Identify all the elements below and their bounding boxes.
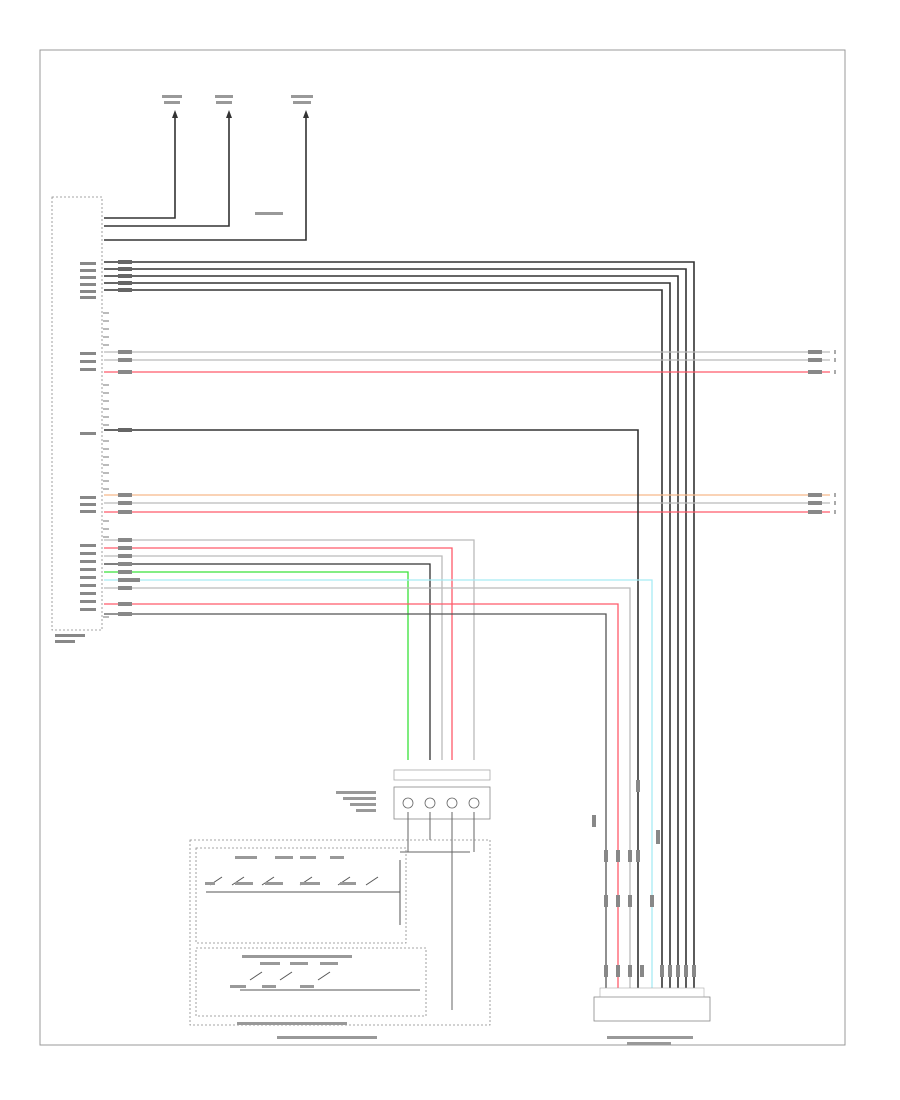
steer-wire-cyan: [104, 579, 653, 988]
steer-wire-black-2: [104, 613, 607, 988]
continuation-arrows: [834, 350, 836, 514]
feed-wire-1: [104, 115, 176, 219]
steering-pad-terminals: [400, 812, 475, 1010]
steering-pad-connector: [393, 769, 491, 820]
page-frame: [39, 49, 846, 1046]
harness-wire-4: [104, 282, 671, 988]
steer-wire-black: [104, 563, 431, 760]
steering-pad-switch-assy: [189, 839, 491, 1026]
steer-wire-red-2: [104, 603, 619, 988]
steering-wire-tags: [118, 538, 140, 616]
shield-wire: [104, 429, 639, 988]
feed-arrows: [172, 110, 309, 118]
switch-subblock-lower: [195, 947, 427, 1017]
steering-pad-label: [336, 791, 376, 812]
radio-pin-numbers: [103, 312, 109, 618]
harness-black: [104, 261, 695, 988]
right-exit-tags: [118, 350, 822, 514]
steer-wire-green: [104, 571, 409, 760]
steer-wire-red: [104, 547, 453, 760]
steer-wire-gray-a: [104, 539, 475, 760]
steering-wires: [104, 539, 653, 988]
shield-wire-tag: [118, 428, 132, 432]
harness-wire-3: [104, 275, 679, 988]
switch-labels: [205, 856, 377, 1039]
right-exit-wires: [104, 351, 830, 513]
top-feed-wires: [104, 115, 307, 241]
cable-subassy-label: [607, 1036, 693, 1045]
cable-wire-tags: [592, 780, 696, 977]
cable-subassy-connector: [593, 987, 711, 1022]
harness-wire-2: [104, 268, 687, 988]
radio-pin-labels: [55, 262, 96, 643]
steer-wire-gray-c: [104, 587, 631, 988]
switch-symbols: [206, 860, 420, 991]
harness-wire-5: [104, 289, 663, 988]
harness-wire-1: [104, 261, 695, 988]
connector-label: [255, 212, 283, 215]
harness-wire-tags: [118, 260, 132, 292]
top-feed-labels: [162, 95, 313, 104]
feed-wire-3: [104, 115, 307, 241]
radio-receiver-box: [51, 196, 103, 631]
switch-subblock-upper: [195, 847, 407, 944]
feed-wire-2: [104, 115, 230, 227]
steer-wire-gray-b: [104, 555, 443, 760]
